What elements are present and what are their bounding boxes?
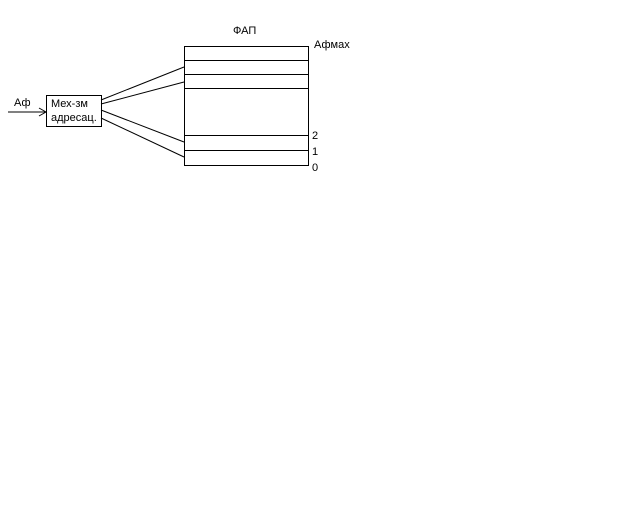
input-arrow [8,107,48,117]
memory-table-border [184,46,309,166]
fan-out-lines [100,66,185,158]
cell-label-max: Афмах [314,39,350,51]
input-label: Аф [14,97,31,109]
cell-label-1: 1 [312,146,318,158]
cell-label-2: 2 [312,130,318,142]
addressing-block-line2: адресац. [51,112,97,124]
memory-table [184,46,309,166]
cell-label-0: 0 [312,162,318,174]
fan-line-to-max-minus-1 [100,81,185,105]
memory-title: ФАП [233,25,256,37]
fan-line-to-cell-2 [100,109,185,143]
addressing-block [46,95,102,127]
addressing-block-line1: Мех-зм [51,98,88,110]
fan-line-to-cell-1 [100,117,185,158]
fan-line-to-max [100,66,185,101]
